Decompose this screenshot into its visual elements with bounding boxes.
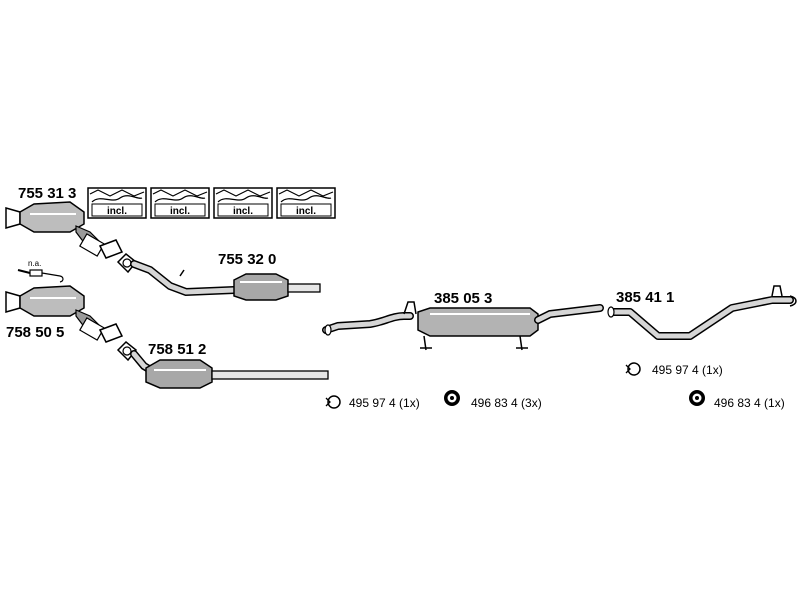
part-number-755-31-3: 755 31 3 — [18, 185, 76, 202]
part-number-755-32-0: 755 32 0 — [218, 251, 276, 268]
hardware-ring-right: 495 97 4 (1x) — [652, 363, 723, 377]
kit-label: incl. — [170, 206, 190, 217]
catalytic-converter-lower — [5, 285, 124, 343]
kit-label: incl. — [107, 206, 127, 217]
hardware-hanger-right: 496 83 4 (1x) — [714, 396, 785, 410]
middle-silencer — [322, 301, 604, 351]
mounting-kit-1: incl. — [87, 187, 147, 219]
part-number-758-50-5: 758 50 5 — [6, 324, 64, 341]
sensor-note: n.a. — [28, 259, 41, 268]
hardware-hanger-left: 496 83 4 (3x) — [471, 396, 542, 410]
clamp-ring-icon — [625, 362, 641, 376]
front-pipe-lower — [116, 340, 329, 389]
mounting-kit-3: incl. — [213, 187, 273, 219]
catalytic-converter-upper — [5, 201, 124, 259]
part-number-385-05-3: 385 05 3 — [434, 290, 492, 307]
part-number-385-41-1: 385 41 1 — [616, 289, 674, 306]
rear-pipe — [607, 285, 797, 340]
lambda-sensor — [17, 269, 64, 283]
rubber-hanger-icon — [444, 390, 460, 406]
front-pipe-upper — [116, 252, 321, 301]
kit-label: incl. — [233, 206, 253, 217]
part-number-758-51-2: 758 51 2 — [148, 341, 206, 358]
mounting-kit-4: incl. — [276, 187, 336, 219]
kit-label: incl. — [296, 206, 316, 217]
hardware-ring-left: 495 97 4 (1x) — [349, 396, 420, 410]
mounting-kit-2: incl. — [150, 187, 210, 219]
clamp-ring-icon — [325, 395, 341, 409]
rubber-hanger-icon — [689, 390, 705, 406]
